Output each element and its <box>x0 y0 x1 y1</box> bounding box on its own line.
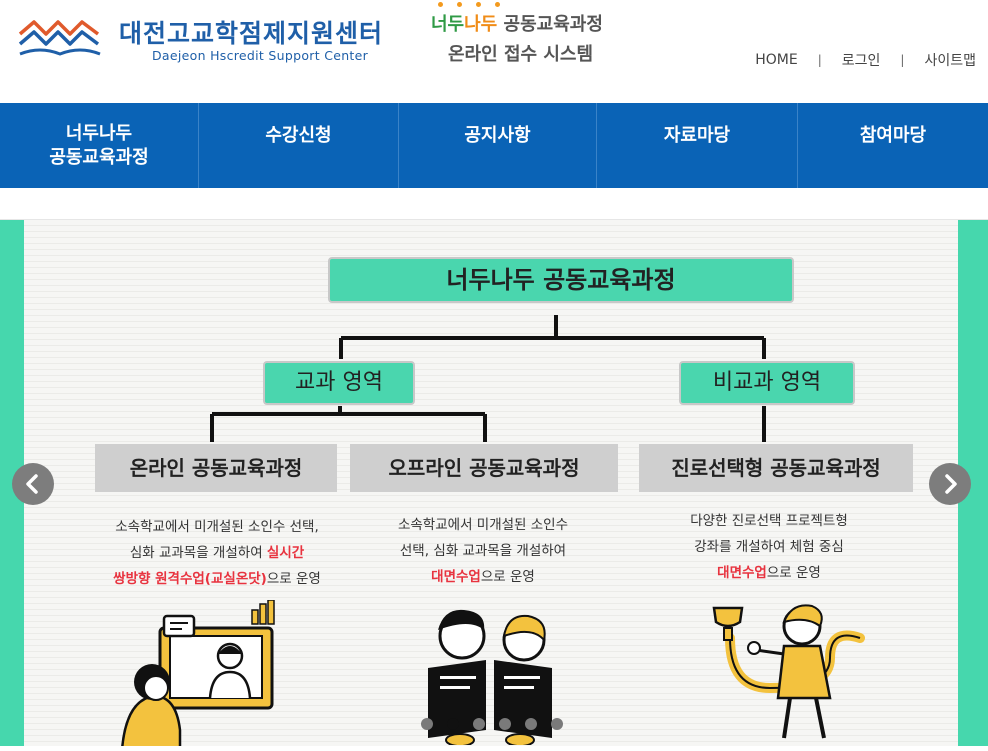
utility-links: HOME | 로그인 | 사이트맵 <box>755 50 976 70</box>
nav-item-course-intro[interactable]: 너두나두 공동교육과정 <box>0 103 199 188</box>
nav-item-notice[interactable]: 공지사항 <box>399 103 597 188</box>
slider-pagination <box>421 718 577 730</box>
org-name-kr: 대전고교학점제지원센터 <box>119 19 384 48</box>
system-title-line2: 온라인 접수 시스템 <box>448 44 594 65</box>
online-course-label: 온라인 공동교육과정 <box>95 444 337 492</box>
page-divider <box>0 746 988 751</box>
org-name-en: Daejeon Hscredit Support Center <box>152 48 369 63</box>
nav-item-participation[interactable]: 참여마당 <box>859 125 927 146</box>
slider-dot-4[interactable] <box>499 718 511 730</box>
slider-dot-2[interactable] <box>447 718 459 730</box>
main-banner-slider: 너두나두 공동교육과정 교과 영역 비교과 영역 온라인 공동교육과정 오프라인… <box>0 219 988 746</box>
career-course-description: 다양한 진로선택 프로젝트형 강좌를 개설하여 체험 중심 대면수업으로 운영 <box>690 513 848 581</box>
nav-item-resources[interactable]: 자료마당 <box>597 103 798 188</box>
system-title-text: 공동교육과정 <box>497 14 603 35</box>
offline-class-illustration <box>428 609 552 745</box>
slider-dot-6[interactable] <box>551 718 563 730</box>
site-logo[interactable]: 대전고교학점제지원센터 Daejeon Hscredit Support Cen… <box>18 8 418 68</box>
util-separator: | <box>817 53 822 67</box>
banner-next-button[interactable] <box>929 463 971 505</box>
login-link[interactable]: 로그인 <box>841 53 881 69</box>
online-class-illustration <box>121 600 275 746</box>
system-title-line1: 너두나두 공동교육과정 <box>431 10 603 36</box>
system-title[interactable]: 너두나두 공동교육과정 온라인 접수 시스템 <box>431 2 651 70</box>
slider-dot-1[interactable] <box>421 718 433 730</box>
banner-prev-button[interactable] <box>12 463 54 505</box>
brand-neodu: 너두 <box>431 14 465 35</box>
util-separator: | <box>900 53 905 67</box>
org-chart-connectors <box>210 315 766 442</box>
career-course-label: 진로선택형 공동교육과정 <box>639 444 913 492</box>
chevron-right-icon <box>945 474 957 494</box>
title-dots <box>438 2 508 10</box>
curricular-area-label: 교과 영역 <box>263 361 415 405</box>
site-header: 대전고교학점제지원센터 Daejeon Hscredit Support Cen… <box>0 0 988 103</box>
banner-title: 너두나두 공동교육과정 <box>328 257 794 303</box>
chevron-left-icon <box>26 474 38 494</box>
extracurricular-area-label: 비교과 영역 <box>679 361 855 405</box>
slider-dot-5[interactable] <box>525 718 537 730</box>
online-course-description: 소속학교에서 미개설된 소인수 선택, 심화 교과목을 개설하여 실시간 쌍방향… <box>113 519 321 587</box>
offline-course-label: 오프라인 공동교육과정 <box>350 444 618 492</box>
offline-course-description: 소속학교에서 미개설된 소인수 선택, 심화 교과목을 개설하여 대면수업으로 … <box>397 517 569 585</box>
brand-nadu: 나두 <box>464 14 498 35</box>
home-link[interactable]: HOME <box>755 52 798 68</box>
sitemap-link[interactable]: 사이트맵 <box>924 53 976 69</box>
wave-logo-icon <box>18 20 101 56</box>
career-class-illustration <box>712 604 865 739</box>
main-nav: 너두나두 공동교육과정 수강신청 공지사항 자료마당 참여마당 <box>0 103 988 188</box>
slider-dot-3[interactable] <box>473 718 485 730</box>
nav-item-enrollment[interactable]: 수강신청 <box>199 103 399 188</box>
